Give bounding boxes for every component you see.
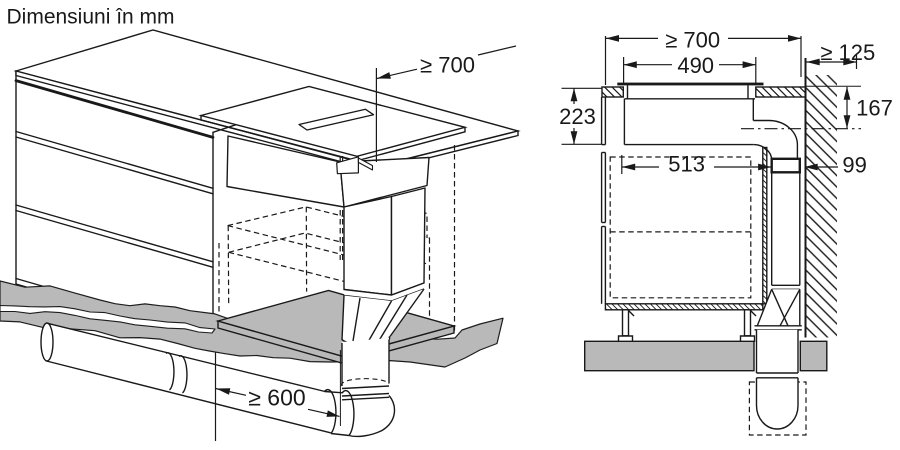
- svg-text:223: 223: [559, 104, 596, 129]
- svg-text:≥ 700: ≥ 700: [420, 53, 475, 78]
- svg-text:490: 490: [677, 53, 714, 78]
- svg-text:99: 99: [842, 153, 866, 178]
- svg-text:≥ 600: ≥ 600: [248, 384, 305, 410]
- svg-text:513: 513: [668, 152, 705, 177]
- svg-text:Dimensiuni în mm: Dimensiuni în mm: [7, 6, 175, 29]
- svg-text:≥ 700: ≥ 700: [665, 28, 720, 53]
- svg-text:≥ 125: ≥ 125: [820, 40, 875, 65]
- svg-text:167: 167: [856, 96, 893, 121]
